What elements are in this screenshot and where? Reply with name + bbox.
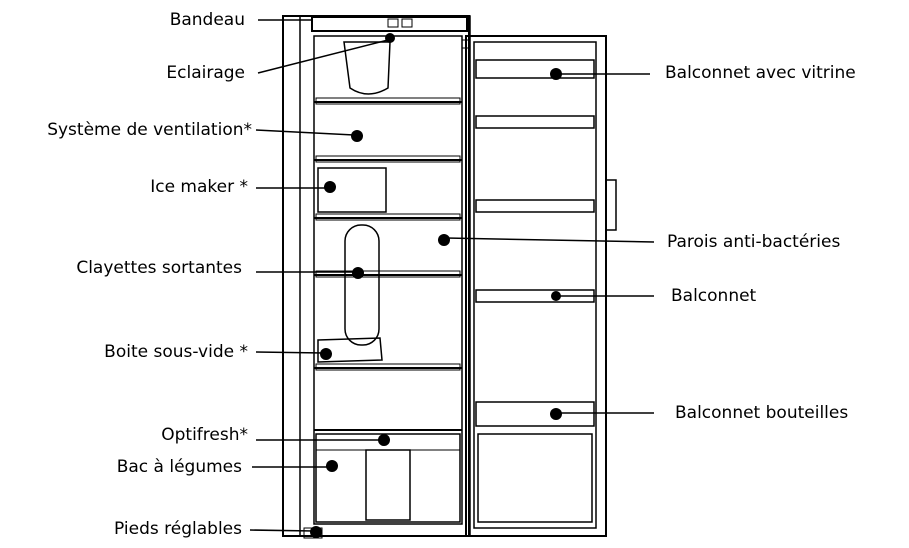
label-parois: Parois anti-bactéries: [667, 232, 841, 252]
crisper-drawer: [365, 449, 411, 521]
label-ventilation: Système de ventilation*: [47, 120, 252, 140]
label-balconnet: Balconnet: [671, 286, 757, 306]
vacuum-box: [317, 337, 383, 363]
label-eclairage: Eclairage: [166, 63, 245, 83]
door-bottom-panel: [477, 433, 593, 523]
label-ice-maker: Ice maker *: [150, 177, 248, 197]
door-shelf-3: [475, 199, 595, 213]
lighting-housing: [343, 41, 391, 95]
door-shelf-1: [475, 59, 595, 79]
inner-compartment: [313, 35, 463, 525]
ice-maker-box: [317, 167, 387, 213]
door-outline: [465, 35, 607, 537]
label-optifresh: Optifresh*: [161, 425, 248, 445]
crisper-area: [315, 433, 461, 523]
label-pieds: Pieds réglables: [114, 519, 242, 539]
label-balconnet-bouteilles: Balconnet bouteilles: [675, 403, 849, 423]
top-band: [311, 16, 468, 32]
label-balconnet-vitrine: Balconnet avec vitrine: [665, 63, 856, 83]
label-bandeau: Bandeau: [169, 10, 245, 30]
leader-lines: [249, 19, 655, 532]
label-boite-sous-vide: Boite sous-vide *: [104, 342, 248, 362]
label-bac-legumes: Bac à légumes: [116, 457, 242, 477]
ventilation-duct: [344, 224, 380, 346]
door-shelf-5: [475, 401, 595, 427]
door-handle: [605, 179, 617, 231]
label-clayettes: Clayettes sortantes: [76, 258, 242, 278]
door-shelf-2: [475, 115, 595, 129]
